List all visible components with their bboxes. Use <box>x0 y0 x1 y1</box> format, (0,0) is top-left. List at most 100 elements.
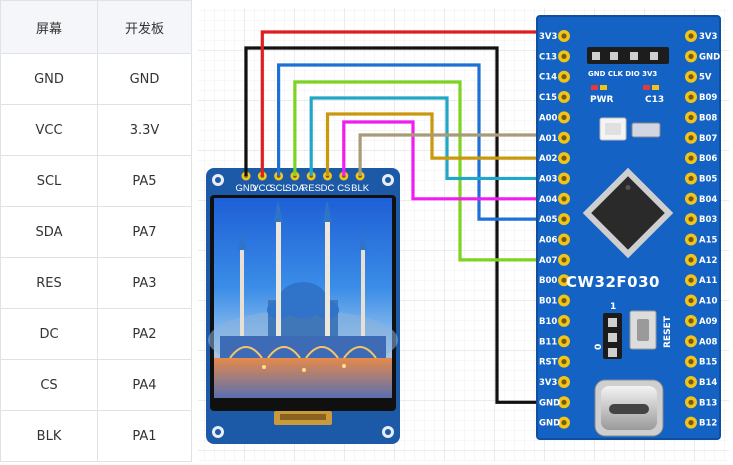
board-pin: C13 <box>539 50 570 63</box>
board-pin-cell: PA5 <box>97 155 192 207</box>
pwr-label: PWR <box>590 95 614 105</box>
board-pin-label: 3V3 <box>539 378 557 388</box>
screen-pin-cell: BLK <box>0 410 98 462</box>
board-pin: B00 <box>539 274 570 287</box>
board-pin: GND <box>539 416 570 429</box>
board-pin: A09 <box>685 314 717 327</box>
lcd-pin-label: BLK <box>351 183 370 194</box>
board-pin-label: B03 <box>699 215 717 225</box>
board-pin-label: B07 <box>699 134 717 144</box>
board-pin: A03 <box>539 172 570 185</box>
board-pin-label: A00 <box>539 113 557 123</box>
board-pin-cell: PA4 <box>97 359 192 411</box>
wire-res <box>309 96 564 181</box>
mosque-image <box>208 200 398 398</box>
board-pin: 3V3 <box>539 30 570 42</box>
lcd-pin-label: CS <box>337 183 350 194</box>
screen-pin-cell: GND <box>0 53 98 105</box>
board-pin: GND <box>685 50 720 63</box>
board-pin: B10 <box>539 314 570 327</box>
board-pin: A07 <box>539 253 570 266</box>
board-pin: 3V3 <box>685 30 717 42</box>
board-left-pin-column: 3V3C13C14C15A00A01A02A03A04A05A06A07B00B… <box>539 30 570 429</box>
reset-label: RESET <box>663 315 673 348</box>
board-pin: B15 <box>685 355 717 368</box>
board-pin-label: B08 <box>699 113 717 123</box>
lcd-pin-label: DC <box>321 183 335 194</box>
board-pin-label: C15 <box>539 93 557 103</box>
board-pin: GND <box>539 396 570 409</box>
wire-vcc <box>260 30 564 176</box>
wire-sda <box>293 80 564 262</box>
lcd-pin-label: GND <box>235 183 256 194</box>
table-header-row: 屏幕 开发板 <box>0 0 192 54</box>
board-pin: B05 <box>685 172 717 185</box>
boot-1-label: 1 <box>610 302 616 312</box>
board-pin-label: A07 <box>539 256 557 266</box>
board-pin: C14 <box>539 70 570 83</box>
board-pin: A00 <box>539 111 570 124</box>
debug-header-label: GND CLK DIO 3V3 <box>588 70 657 78</box>
board-pin: B14 <box>685 375 717 388</box>
wire-dc <box>325 112 564 176</box>
board-pin-label: A15 <box>699 236 717 246</box>
screen-pin-cell: VCC <box>0 104 98 156</box>
board-pin: RST <box>539 355 570 368</box>
board-pin-label: A03 <box>539 174 557 184</box>
reset-button[interactable]: RESET <box>629 310 673 350</box>
board-pin: 5V <box>685 70 712 83</box>
board-pin-label: A11 <box>699 276 717 286</box>
board-pin-label: B06 <box>699 154 717 164</box>
board-pin: B03 <box>685 213 717 226</box>
board-pin-label: B05 <box>699 174 717 184</box>
board-pin: A06 <box>539 233 570 246</box>
wire-bundle <box>244 30 564 404</box>
board-pin-label: A04 <box>539 195 557 205</box>
board-pin-label: GND <box>539 419 560 429</box>
board-pin-cell: GND <box>97 53 192 105</box>
board-pin-cell: PA7 <box>97 206 192 258</box>
screen-pin-cell: CS <box>0 359 98 411</box>
board-pin-label: A01 <box>539 134 557 144</box>
board-pin-label: B04 <box>699 195 717 205</box>
usb-c-port <box>594 379 664 437</box>
board-pin: B12 <box>685 416 717 429</box>
board-pin-label: B14 <box>699 378 717 388</box>
board-pin-label: RST <box>539 358 558 368</box>
board-pin: A10 <box>685 294 717 307</box>
board-pin-label: B00 <box>539 276 557 286</box>
wire-blk <box>358 133 564 176</box>
screen-pin-cell: SCL <box>0 155 98 207</box>
board-pin: B06 <box>685 152 717 165</box>
board-pin-label: 3V3 <box>539 32 557 42</box>
wire-gnd <box>244 46 564 404</box>
board-pin-label: 3V3 <box>699 32 717 42</box>
board-pin-cell: PA3 <box>97 257 192 309</box>
header-board: 开发板 <box>97 0 192 54</box>
board-pin-label: GND <box>539 398 560 408</box>
wire-scl <box>277 63 564 221</box>
board-pin-label: GND <box>699 52 720 62</box>
board-pin-label: B01 <box>539 297 557 307</box>
board-pin: C15 <box>539 91 570 104</box>
board-pin: B11 <box>539 335 570 348</box>
board-pin: A11 <box>685 274 717 287</box>
header-screen: 屏幕 <box>0 0 98 54</box>
board-pin-label: A08 <box>699 337 717 347</box>
chip-component <box>631 122 661 138</box>
screen-pin-cell: DC <box>0 308 98 360</box>
board-pin-label: C14 <box>539 73 557 83</box>
board-right-pin-column: 3V3GND5VB09B08B07B06B05B04B03A15A12A11A1… <box>685 30 720 429</box>
lcd-pin-label: SCL <box>269 183 287 194</box>
board-pin-label: A09 <box>699 317 717 327</box>
